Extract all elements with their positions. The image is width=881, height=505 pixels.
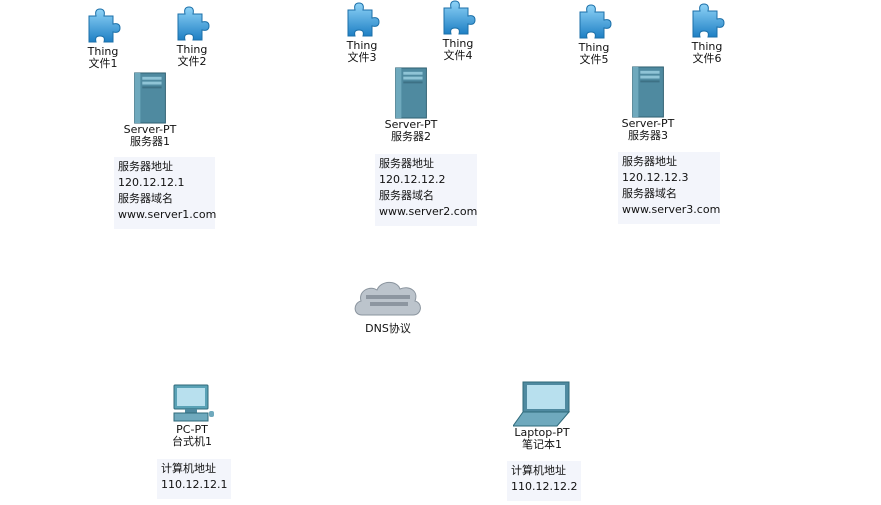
server-domain-label: 服务器域名	[622, 187, 677, 200]
server-name-label: 服务器3	[628, 129, 668, 142]
server-info-note-1: 服务器地址 120.12.12.1 服务器域名 www.server1.com	[114, 157, 217, 229]
server-info-note-3: 服务器地址 120.12.12.3 服务器域名 www.server3.com	[618, 152, 720, 224]
laptop-name-label: 笔记本1	[522, 438, 562, 451]
thing-file-label: 文件6	[692, 52, 722, 65]
server-model-label: Server-PT	[384, 118, 438, 131]
server-address-label: 服务器地址	[622, 155, 677, 168]
server-domain-value: www.server1.com	[118, 208, 217, 221]
laptop-address-value: 110.12.12.2	[511, 480, 578, 493]
server-node-3[interactable]: Server-PT 服务器3	[613, 66, 683, 142]
pc-model-label: PC-PT	[176, 423, 208, 436]
thing-label: Thing	[87, 45, 119, 58]
server-domain-value: www.server3.com	[622, 203, 721, 216]
pc-node[interactable]: PC-PT 台式机1	[162, 384, 222, 448]
server-domain-label: 服务器域名	[118, 192, 173, 205]
pc-name-label: 台式机1	[172, 435, 212, 448]
laptop-model-label: Laptop-PT	[514, 426, 570, 439]
laptop-node[interactable]: Laptop-PT 笔记本1	[508, 381, 576, 451]
puzzle-icon	[687, 1, 727, 41]
server-icon	[133, 72, 167, 124]
pc-address-value: 110.12.12.1	[161, 478, 228, 491]
cloud-label: DNS协议	[365, 322, 411, 335]
thing-file-label: 文件3	[347, 51, 377, 64]
thing-file-label: 文件5	[579, 53, 609, 66]
thing-node-4[interactable]: Thing 文件4	[433, 0, 483, 62]
puzzle-icon	[438, 0, 478, 38]
thing-node-2[interactable]: Thing 文件2	[167, 4, 217, 68]
laptop-icon	[513, 381, 571, 427]
thing-label: Thing	[691, 40, 723, 53]
server-name-label: 服务器2	[391, 130, 431, 143]
thing-node-5[interactable]: Thing 文件5	[569, 2, 619, 66]
server-info-note-2: 服务器地址 120.12.12.2 服务器域名 www.server2.com	[375, 154, 477, 226]
dns-cloud-node[interactable]: DNS协议	[348, 277, 428, 335]
puzzle-icon	[342, 0, 382, 40]
cloud-icon	[352, 277, 424, 323]
server-address-label: 服务器地址	[379, 157, 434, 170]
server-address-value: 120.12.12.3	[622, 171, 689, 184]
server-icon	[631, 66, 665, 118]
thing-file-label: 文件1	[88, 57, 118, 70]
thing-label: Thing	[578, 41, 610, 54]
puzzle-icon	[83, 6, 123, 46]
server-domain-label: 服务器域名	[379, 189, 434, 202]
laptop-address-label: 计算机地址	[511, 464, 566, 477]
thing-node-1[interactable]: Thing 文件1	[78, 6, 128, 70]
thing-node-6[interactable]: Thing 文件6	[682, 1, 732, 65]
thing-label: Thing	[176, 43, 208, 56]
puzzle-icon	[574, 2, 614, 42]
thing-label: Thing	[346, 39, 378, 52]
server-name-label: 服务器1	[130, 135, 170, 148]
thing-file-label: 文件4	[443, 49, 473, 62]
server-domain-value: www.server2.com	[379, 205, 478, 218]
pc-address-label: 计算机地址	[161, 462, 216, 475]
laptop-info-note: 计算机地址 110.12.12.2	[507, 461, 581, 501]
server-node-1[interactable]: Server-PT 服务器1	[115, 72, 185, 148]
server-model-label: Server-PT	[621, 117, 675, 130]
thing-node-3[interactable]: Thing 文件3	[337, 0, 387, 64]
desktop-pc-icon	[168, 384, 216, 424]
server-model-label: Server-PT	[123, 123, 177, 136]
server-address-label: 服务器地址	[118, 160, 173, 173]
server-node-2[interactable]: Server-PT 服务器2	[376, 67, 446, 143]
pc-info-note: 计算机地址 110.12.12.1	[157, 459, 231, 499]
server-icon	[394, 67, 428, 119]
thing-label: Thing	[442, 37, 474, 50]
thing-file-label: 文件2	[177, 55, 207, 68]
server-address-value: 120.12.12.2	[379, 173, 446, 186]
puzzle-icon	[172, 4, 212, 44]
server-address-value: 120.12.12.1	[118, 176, 185, 189]
